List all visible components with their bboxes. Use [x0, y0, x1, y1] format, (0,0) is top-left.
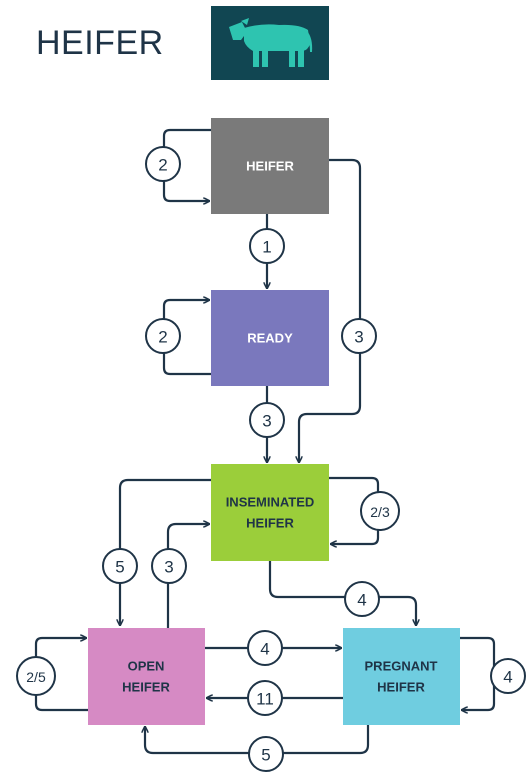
- cow-icon: [229, 18, 313, 67]
- state-inseminated: INSEMINATED HEIFER: [211, 464, 329, 561]
- svg-text:2: 2: [158, 328, 167, 347]
- badge-open-to-inseminated: 3: [151, 548, 187, 584]
- state-inseminated-box: [211, 464, 329, 561]
- transition-badges: 2 1 3 2 3 2/3 5 3: [16, 146, 526, 772]
- state-open-box: [88, 628, 205, 725]
- state-open-label-line1: OPEN: [128, 659, 165, 674]
- state-pregnant-label-line2: HEIFER: [377, 680, 425, 695]
- badge-pregnant-to-open-upper: 11: [247, 680, 283, 716]
- arrow-pregnant-self: [460, 636, 496, 710]
- state-heifer-label: HEIFER: [246, 159, 294, 174]
- svg-text:2/3: 2/3: [370, 504, 390, 520]
- svg-text:5: 5: [115, 558, 124, 577]
- badge-inseminated-self: 2/3: [360, 491, 400, 531]
- svg-text:4: 4: [357, 591, 366, 610]
- badge-open-to-pregnant: 4: [247, 630, 283, 666]
- page-title: HEIFER: [36, 24, 164, 62]
- badge-heifer-to-ready: 1: [249, 228, 285, 264]
- arrow-heifer-to-inseminated: [299, 158, 362, 462]
- svg-text:11: 11: [256, 690, 274, 709]
- state-inseminated-label-line2: HEIFER: [246, 516, 294, 531]
- badge-heifer-self: 2: [145, 146, 181, 182]
- svg-text:1: 1: [262, 238, 271, 257]
- svg-text:3: 3: [354, 328, 363, 347]
- badge-inseminated-to-pregnant: 4: [344, 581, 380, 617]
- cow-icon-tile: [211, 6, 329, 80]
- svg-text:2/5: 2/5: [26, 669, 46, 685]
- state-nodes: HEIFER READY INSEMINATED HEIFER OPEN HEI…: [88, 118, 460, 725]
- svg-text:2: 2: [158, 156, 167, 175]
- arrow-inseminated-to-pregnant: [268, 561, 416, 625]
- svg-text:3: 3: [164, 558, 173, 577]
- arrow-inseminated-to-open: [120, 478, 211, 625]
- state-ready-label: READY: [247, 331, 293, 346]
- state-open-label-line2: HEIFER: [122, 680, 170, 695]
- badge-heifer-to-inseminated: 3: [341, 318, 377, 354]
- svg-text:3: 3: [262, 412, 271, 431]
- badge-ready-self: 2: [145, 318, 181, 354]
- state-pregnant-label-line1: PREGNANT: [365, 659, 438, 674]
- badge-inseminated-to-open: 5: [102, 548, 138, 584]
- state-open: OPEN HEIFER: [88, 628, 205, 725]
- badge-pregnant-to-open-lower: 5: [248, 736, 284, 772]
- state-inseminated-label-line1: INSEMINATED: [226, 495, 315, 510]
- svg-text:5: 5: [261, 746, 270, 765]
- badge-open-self: 2/5: [16, 656, 56, 696]
- state-ready-box: [211, 290, 329, 386]
- svg-text:4: 4: [260, 640, 269, 659]
- badge-ready-to-inseminated: 3: [249, 402, 285, 438]
- state-heifer-box: [211, 118, 329, 214]
- arrow-open-to-inseminated: [166, 524, 209, 628]
- svg-text:4: 4: [503, 668, 512, 687]
- state-pregnant-box: [343, 628, 460, 725]
- state-heifer: HEIFER: [211, 118, 329, 214]
- badge-pregnant-self: 4: [490, 658, 526, 694]
- state-ready: READY: [211, 290, 329, 386]
- state-pregnant: PREGNANT HEIFER: [343, 628, 460, 725]
